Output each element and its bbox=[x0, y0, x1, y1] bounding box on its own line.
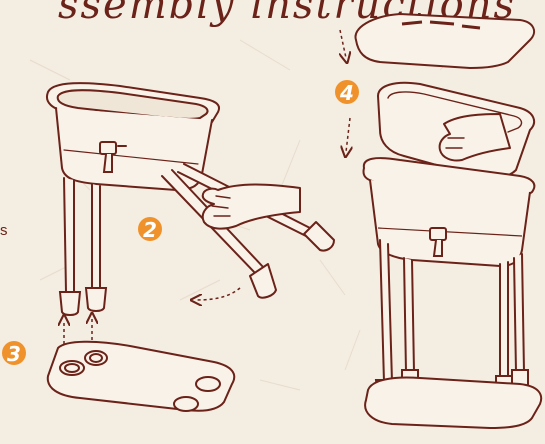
right-base-plate bbox=[365, 378, 541, 429]
step-2-number: 2 bbox=[139, 220, 161, 240]
left-legs bbox=[60, 178, 106, 315]
curve-arrow bbox=[196, 288, 240, 300]
step-3-number: 3 bbox=[3, 344, 25, 364]
left-base-plate bbox=[48, 342, 234, 411]
step-4-number: 4 bbox=[336, 83, 358, 103]
right-lid bbox=[355, 14, 534, 68]
